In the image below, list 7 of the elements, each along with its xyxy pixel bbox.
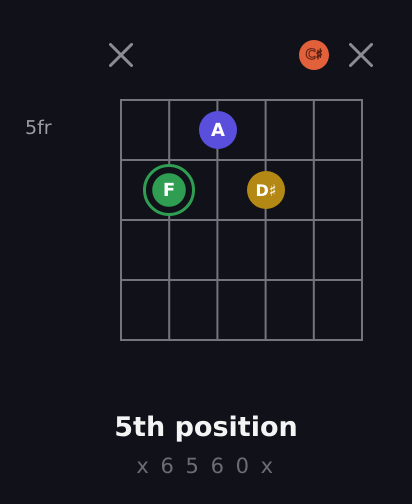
- fingering-text: x 6 5 6 0 x: [136, 454, 276, 478]
- chord-title: 5th position: [114, 412, 298, 443]
- root-note-dot: F: [143, 164, 195, 216]
- note-dot: D♯: [247, 171, 285, 209]
- fret-number: 5fr: [25, 117, 52, 140]
- open-string-marker: C♯: [299, 40, 329, 70]
- note-dot: A: [199, 111, 237, 149]
